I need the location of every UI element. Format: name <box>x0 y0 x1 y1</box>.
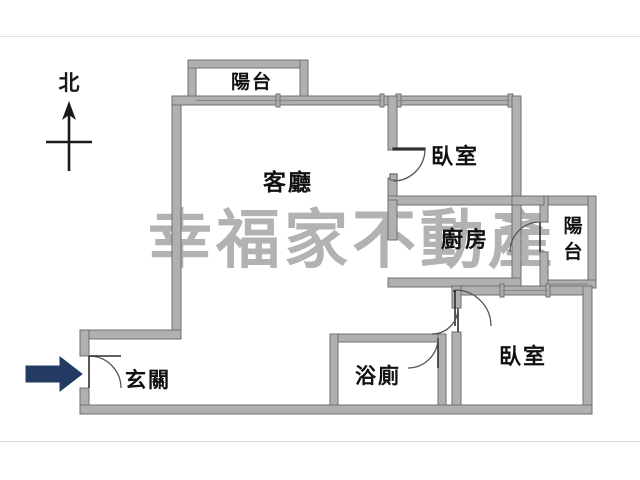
wall-kitchen-left <box>387 199 398 241</box>
door-group <box>88 147 541 389</box>
room-label-foyer: 玄關 <box>125 368 171 392</box>
room-label-balcony-right-char1: 陽台 <box>563 215 582 263</box>
wall-connector-right <box>511 195 545 206</box>
wall-kitchen-right <box>511 199 522 287</box>
door-balcony-right[interactable] <box>509 221 541 253</box>
wall-bathroom-top <box>329 333 447 343</box>
wall-bedroom-top-bottom <box>387 195 522 206</box>
door-bedroom-top[interactable] <box>389 147 426 182</box>
window-group <box>196 99 588 292</box>
wall-outer-bottom <box>79 404 593 415</box>
room-label-group: 陽台 客廳 臥室 廚房 陽台 臥室 浴廁 玄關 <box>125 70 583 392</box>
wall-foyer-top <box>79 329 182 340</box>
entrance-arrow-shape <box>25 355 83 393</box>
door-bathroom[interactable] <box>407 337 439 369</box>
wall-bedroom-bot-left-a <box>451 285 462 309</box>
room-label-bedroom-bottom: 臥室 <box>499 344 547 370</box>
wall-balcony-right-right <box>587 195 597 289</box>
room-label-bathroom: 浴廁 <box>355 364 401 388</box>
entrance-arrow <box>25 355 83 393</box>
watermark-text: 幸福家不動產 <box>148 204 556 278</box>
door-foyer-entry[interactable] <box>88 355 122 389</box>
wall-foyer-left-a <box>79 329 90 357</box>
wall-bathroom-left <box>329 333 339 413</box>
door-bedroom-bottom[interactable] <box>431 307 459 335</box>
wall-bathroom-right <box>437 333 447 413</box>
room-label-kitchen: 廚房 <box>441 227 489 253</box>
wall-bedroom-top-left <box>387 95 398 151</box>
wall-living-left <box>171 95 182 337</box>
compass-rose: 北 <box>46 71 92 171</box>
wall-bedroom-bot-right <box>582 285 593 413</box>
room-label-living-room: 客廳 <box>263 169 313 196</box>
watermark: 幸福家不動產 <box>148 204 556 278</box>
room-label-bedroom-top: 臥室 <box>431 144 479 170</box>
wall-bedroom-bot-left-b <box>451 331 462 413</box>
wall-balcony-top-top <box>187 59 309 69</box>
compass-north-arrow <box>62 101 76 120</box>
wall-balcony-top-right <box>299 59 309 101</box>
wall-balcony-right-left-b <box>539 251 549 289</box>
compass-label: 北 <box>59 71 80 95</box>
room-label-balcony-top: 陽台 <box>231 70 273 93</box>
wall-outer-right-upper <box>511 95 522 201</box>
